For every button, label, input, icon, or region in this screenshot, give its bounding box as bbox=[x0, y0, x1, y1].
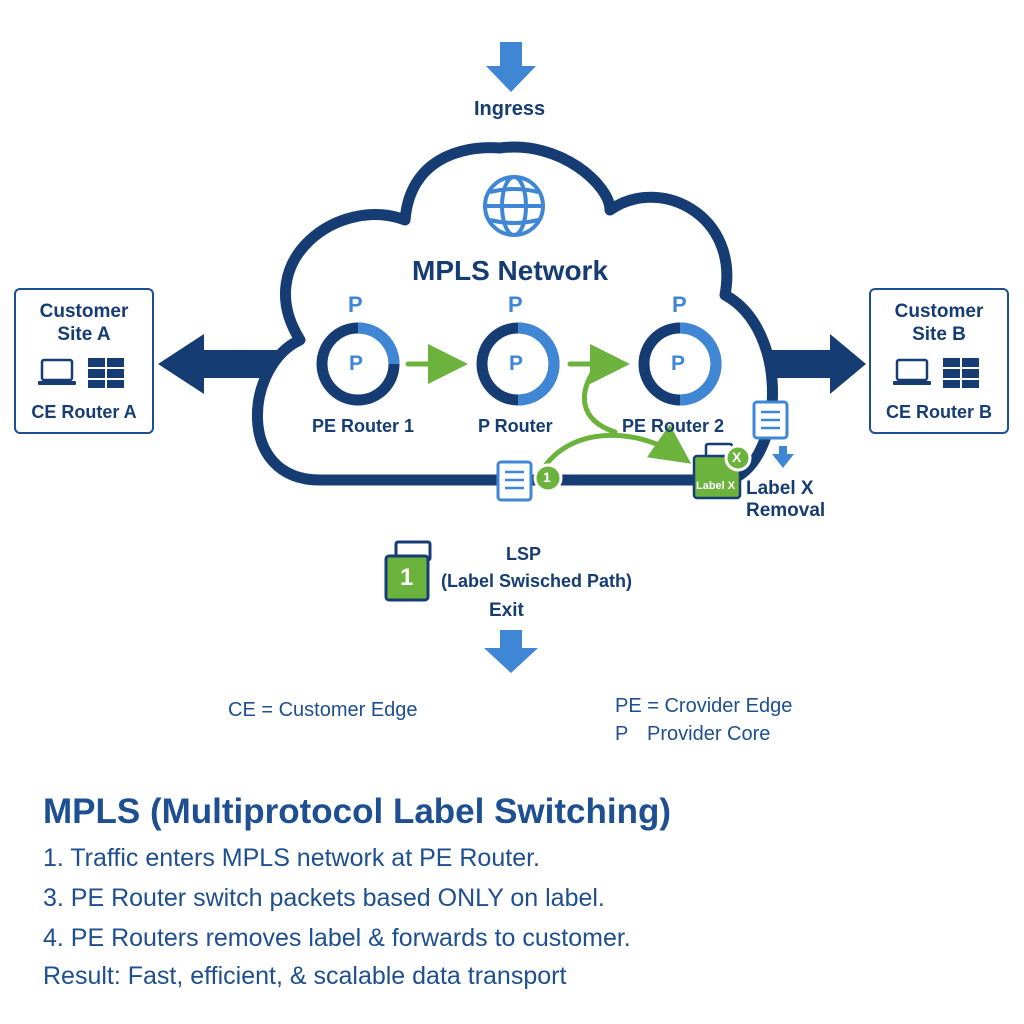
label-tag-mark: X bbox=[732, 449, 742, 465]
exit-arrow-icon bbox=[484, 630, 538, 673]
summary-title: MPLS (Multiprotocol Label Switching) bbox=[43, 792, 672, 831]
site-a-title-line2: Site A bbox=[57, 324, 111, 345]
legend-pe: PE = Crovider Edge bbox=[615, 695, 793, 717]
lsp-line1: LSP bbox=[506, 544, 542, 564]
removal-line1: Label X bbox=[746, 478, 814, 499]
router-2-top-label: P bbox=[508, 292, 523, 317]
ingress-label: Ingress bbox=[474, 98, 546, 120]
mpls-cloud bbox=[251, 141, 778, 486]
legend-p-key: P bbox=[615, 723, 629, 745]
summary-line-1: 1. Traffic enters MPLS network at PE Rou… bbox=[43, 844, 540, 872]
ingress-arrow-icon bbox=[486, 42, 536, 92]
router-1-top-label: P bbox=[348, 292, 363, 317]
router-1-name: PE Router 1 bbox=[312, 416, 415, 436]
router-3-top-label: P bbox=[672, 292, 687, 317]
ce-router-a-label: CE Router A bbox=[31, 402, 137, 422]
summary-line-2: 3. PE Router switch packets based ONLY o… bbox=[43, 884, 605, 912]
lsp-line2: (Label Swisched Path) bbox=[441, 571, 633, 591]
router-p bbox=[476, 322, 560, 406]
globe-icon bbox=[483, 175, 545, 237]
router-2-center-label: P bbox=[509, 352, 524, 375]
router-1-center-label: P bbox=[349, 352, 364, 375]
legend-p-value: Provider Core bbox=[647, 723, 771, 745]
removed-label-document-icon bbox=[752, 400, 789, 440]
label-badge-circle bbox=[533, 463, 563, 493]
router-2-name: P Router bbox=[478, 416, 553, 436]
router-3-center-label: P bbox=[671, 352, 686, 375]
arrow-to-site-b bbox=[765, 334, 866, 394]
site-b-devices-icon bbox=[893, 358, 979, 388]
removal-arrow-icon bbox=[772, 446, 794, 468]
packet-document-icon bbox=[496, 460, 533, 502]
legend-ce: CE = Customer Edge bbox=[228, 699, 418, 721]
removal-line2: Removal bbox=[746, 500, 826, 521]
label-x-tag-icon bbox=[692, 442, 752, 500]
label-badge-number: 1 bbox=[543, 469, 551, 485]
label-tag-text: Label X bbox=[696, 480, 736, 492]
summary-result: Result: Fast, efficient, & scalable data… bbox=[43, 962, 567, 990]
site-a-title-line1: Customer bbox=[39, 301, 129, 322]
cloud-title: MPLS Network bbox=[412, 255, 609, 286]
site-a-devices-icon bbox=[38, 358, 124, 388]
ce-router-b-label: CE Router B bbox=[885, 402, 992, 422]
customer-site-b: Customer Site B CE Router B bbox=[869, 288, 1009, 434]
router-3-name: PE Router 2 bbox=[622, 416, 725, 436]
router-pe-2 bbox=[638, 322, 722, 406]
router-pe-1 bbox=[316, 322, 400, 406]
lsp-badge-icon bbox=[384, 540, 432, 602]
summary-line-3: 4. PE Routers removes label & forwards t… bbox=[43, 924, 631, 952]
green-flow-arrows bbox=[405, 344, 692, 469]
lsp-badge-number: 1 bbox=[400, 564, 414, 591]
exit-label: Exit bbox=[489, 600, 524, 621]
customer-site-a: Customer Site A CE Router A bbox=[14, 288, 154, 434]
site-b-title-line1: Customer bbox=[894, 301, 984, 322]
site-b-title-line2: Site B bbox=[912, 324, 966, 345]
